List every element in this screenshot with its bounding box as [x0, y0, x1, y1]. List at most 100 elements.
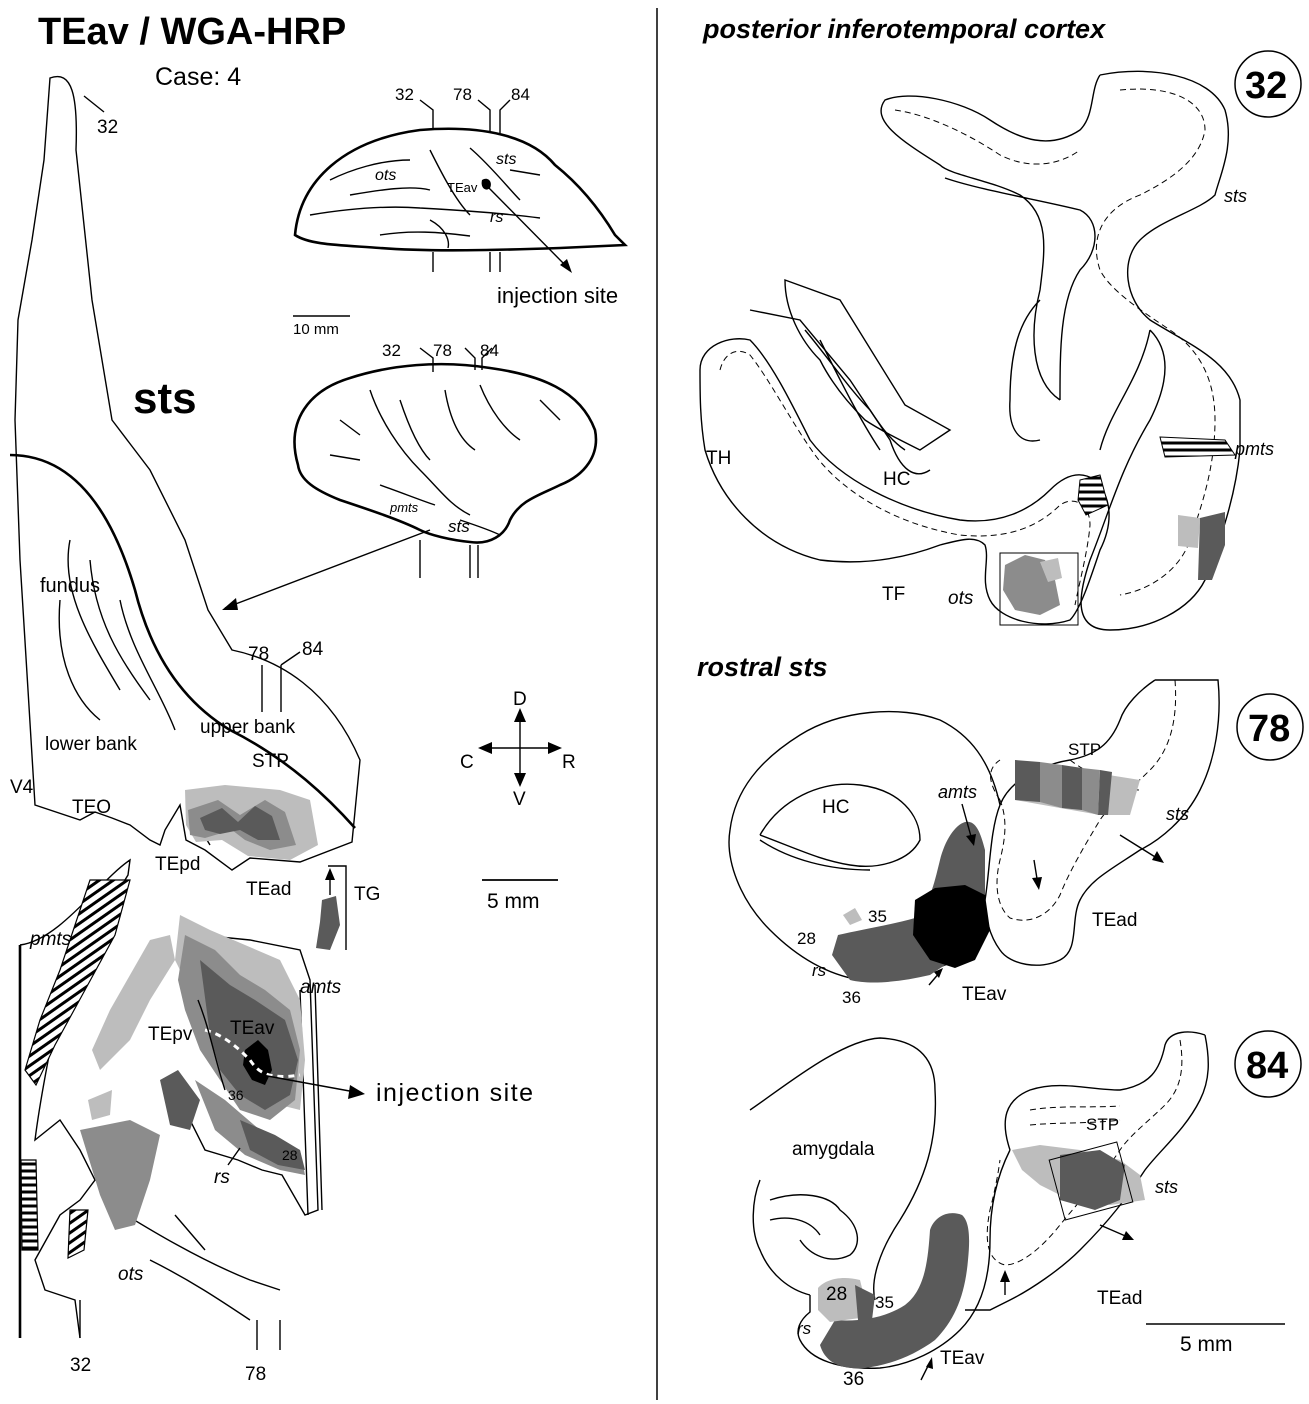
label-tead-left: TEad — [246, 879, 291, 900]
label-28-left: 28 — [282, 1147, 298, 1163]
section-78-label-36: 36 — [842, 988, 861, 1007]
label-upper-bank: upper bank — [200, 717, 296, 738]
label-teav-left: TEav — [230, 1018, 275, 1039]
section-84-label-sts: sts — [1155, 1177, 1178, 1197]
section-84-number: 84 — [1246, 1045, 1288, 1087]
section-32-heading: posterior inferotemporal cortex — [702, 14, 1106, 44]
section-78-heading: rostral sts — [697, 652, 828, 682]
section-32-hc — [750, 280, 950, 474]
section-84-label-teav: TEav — [940, 1348, 985, 1369]
scale-bar-right-label: 5 mm — [1180, 1333, 1233, 1356]
compass-d: D — [513, 689, 527, 710]
lateral-mark-78: 78 — [433, 341, 452, 360]
lateral-label-pmts: pmts — [389, 500, 419, 515]
ventral-label-ots: ots — [375, 167, 396, 184]
section-mark-32-top — [84, 96, 104, 112]
label-lower-bank: lower bank — [45, 734, 137, 755]
section-32-number: 32 — [1245, 65, 1287, 107]
compass-c: C — [460, 752, 474, 773]
tg-arrowhead — [325, 868, 335, 880]
label-teo: TEO — [72, 797, 111, 818]
ventral-label-sts: sts — [496, 151, 516, 168]
orientation-compass: D V C R — [460, 689, 576, 810]
ventral-mark-84: 84 — [511, 85, 530, 104]
label-amts-left: amts — [300, 977, 342, 998]
sts-large-label: sts — [133, 374, 197, 423]
tg-label-dark — [316, 896, 340, 950]
case-label: Case: 4 — [155, 63, 241, 91]
compass-v: V — [513, 789, 526, 810]
section-32-label-ots: ots — [948, 588, 974, 609]
lateral-mark-84: 84 — [480, 341, 499, 360]
lateral-mark-32: 32 — [382, 341, 401, 360]
section-32-label-pmts: pmts — [1234, 439, 1274, 459]
scale-bar-left-label: 5 mm — [487, 890, 540, 913]
label-v4: V4 — [10, 777, 34, 798]
section-32: posterior inferotemporal cortex 32 sts p… — [700, 14, 1301, 630]
section-32-sts-hatch — [1078, 475, 1108, 515]
section-78-label-teav: TEav — [962, 984, 1007, 1005]
section-32-label-tf: TF — [882, 584, 905, 605]
label-tepd: TEpd — [155, 854, 200, 875]
compass-r: R — [562, 752, 576, 773]
section-84: 84 STP amygdala sts TEad 28 35 rs 36 TEa… — [750, 1031, 1301, 1390]
section-32-label-light — [1178, 515, 1200, 548]
lateral-label-sts: sts — [448, 517, 470, 536]
injection-site-arrowhead-left — [348, 1085, 365, 1099]
section-78-label-35: 35 — [868, 907, 887, 926]
label-fundus: fundus — [40, 575, 100, 597]
section-84-area35-label — [855, 1285, 875, 1320]
injection-site-label-ventral: injection site — [497, 283, 618, 308]
section-78-label-rs: rs — [812, 961, 827, 980]
section-84-label-28: 28 — [826, 1284, 847, 1305]
section-32-label-sts: sts — [1224, 186, 1247, 206]
left-title: TEav / WGA-HRP — [38, 11, 346, 53]
section-78-label-amts: amts — [938, 782, 977, 802]
section-32-pmts-hatch — [1160, 437, 1235, 457]
label-tg: TG — [354, 884, 380, 905]
section-mark-78-bottom — [257, 1320, 280, 1350]
ventral-mark-78: 78 — [453, 85, 472, 104]
section-mark-78-upper-label: 78 — [248, 644, 269, 665]
section-84-label-stp: STP — [1086, 1115, 1119, 1134]
section-78-label-tead: TEad — [1092, 910, 1137, 931]
section-78-label-28: 28 — [797, 929, 816, 948]
brain-ventral-view: 32 78 84 ots sts TEav rs injection site … — [293, 85, 625, 338]
ventral-mark-32: 32 — [395, 85, 414, 104]
section-78-label-sts: sts — [1166, 804, 1189, 824]
brain-lateral-view: 32 78 84 pmts sts — [295, 341, 596, 578]
label-pmts-left: pmts — [29, 929, 72, 950]
rs-arrow-left — [228, 1148, 240, 1165]
section-32-white-matter — [720, 89, 1215, 605]
ots-hatched — [68, 1210, 88, 1258]
section-78-number: 78 — [1248, 708, 1290, 750]
pmts-hatched-lower — [21, 1160, 38, 1250]
section-mark-32-top-label: 32 — [97, 117, 118, 138]
section-78-label-stp: STP — [1068, 740, 1101, 759]
section-32-inner-lines — [805, 330, 905, 450]
label-stp: STP — [252, 751, 289, 772]
ventral-label-rs: rs — [490, 209, 503, 226]
section-78-area35-label — [843, 908, 862, 925]
label-tepv: TEpv — [148, 1024, 193, 1045]
injection-site-label-left: injection site — [376, 1079, 535, 1107]
label-ots-left: ots — [118, 1264, 144, 1285]
section-84-label-amygdala: amygdala — [792, 1139, 875, 1160]
section-32-label-th: TH — [706, 448, 731, 469]
section-84-label-rs: rs — [797, 1319, 812, 1338]
section-mark-78-bottom-label: 78 — [245, 1364, 266, 1385]
section-84-inner-contour — [770, 1195, 857, 1259]
section-84-label-tead: TEad — [1097, 1288, 1142, 1309]
section-32-label-hc: HC — [883, 469, 910, 490]
lateral-view-arrow — [225, 530, 430, 608]
section-84-label-36: 36 — [843, 1369, 864, 1390]
section-mark-84-upper-label: 84 — [302, 639, 324, 660]
section-32-label-dark — [1198, 512, 1225, 580]
lateral-view-arrowhead — [222, 598, 238, 610]
section-mark-32-bottom-label: 32 — [70, 1355, 91, 1376]
label-36-left: 36 — [228, 1087, 244, 1103]
scale-bar-10mm-label: 10 mm — [293, 321, 339, 338]
ventral-label-teav: TEav — [447, 180, 478, 195]
section-78-label-hc: HC — [822, 797, 849, 818]
